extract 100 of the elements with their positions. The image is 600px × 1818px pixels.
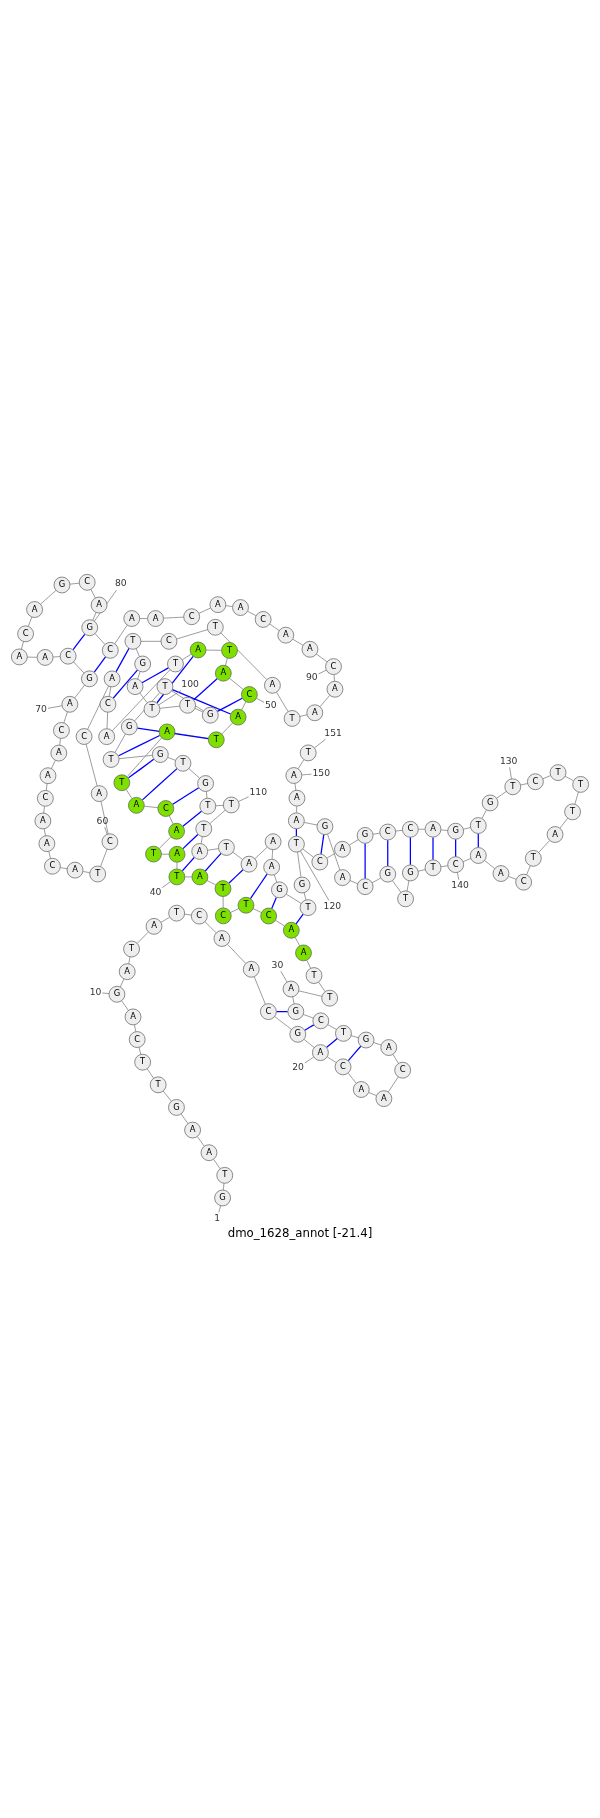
node-circle: A bbox=[39, 767, 57, 784]
connector bbox=[315, 653, 328, 663]
connector bbox=[350, 1035, 359, 1039]
node-circle: A bbox=[213, 930, 231, 947]
connector bbox=[176, 862, 178, 870]
connector bbox=[300, 850, 330, 901]
connector bbox=[74, 684, 85, 699]
connector bbox=[82, 871, 91, 874]
connector bbox=[306, 960, 311, 969]
connector bbox=[73, 661, 85, 674]
node-circle: A bbox=[34, 812, 52, 830]
connector bbox=[104, 826, 108, 835]
node-circle: T bbox=[199, 797, 217, 815]
connector bbox=[318, 669, 327, 675]
node-text: 30 bbox=[271, 958, 284, 970]
connector bbox=[184, 913, 192, 916]
connector bbox=[87, 685, 109, 730]
connector bbox=[463, 827, 471, 830]
connector bbox=[161, 853, 170, 855]
connector bbox=[136, 931, 149, 944]
node-circle: A bbox=[118, 963, 136, 980]
node-circle: A bbox=[26, 601, 43, 618]
node-circle: C bbox=[44, 857, 61, 875]
node-circle: A bbox=[264, 677, 281, 694]
connector bbox=[395, 829, 403, 832]
node-circle: A bbox=[147, 610, 164, 627]
connector bbox=[409, 836, 412, 866]
node-circle: T bbox=[288, 835, 305, 853]
connector bbox=[206, 880, 217, 886]
node-circle: C bbox=[37, 790, 54, 807]
connector bbox=[252, 908, 262, 913]
connector bbox=[144, 805, 159, 809]
connector bbox=[225, 657, 228, 666]
node-circle: G bbox=[481, 794, 499, 812]
node-text: 10 bbox=[89, 985, 102, 997]
connector bbox=[371, 877, 382, 884]
node-circle: A bbox=[158, 723, 176, 741]
connector bbox=[114, 733, 126, 753]
connector bbox=[193, 678, 218, 701]
connector bbox=[509, 766, 512, 780]
node-text: 70 bbox=[35, 702, 47, 714]
node-circle: A bbox=[352, 1081, 370, 1098]
connector bbox=[559, 817, 569, 829]
connector bbox=[249, 873, 268, 900]
node-circle: C bbox=[102, 642, 119, 659]
connector bbox=[542, 775, 551, 780]
connector bbox=[269, 623, 280, 631]
node-circle: C bbox=[183, 608, 200, 625]
connector bbox=[156, 655, 194, 704]
connector bbox=[326, 1056, 337, 1063]
node-circle: T bbox=[299, 744, 317, 762]
node-circle: G bbox=[447, 822, 464, 840]
connector bbox=[94, 633, 106, 645]
node-circle: C bbox=[157, 800, 175, 817]
node-circle: C bbox=[160, 633, 178, 650]
connector bbox=[303, 892, 307, 901]
connector bbox=[168, 815, 174, 825]
node-circle: A bbox=[90, 785, 108, 802]
connector bbox=[117, 734, 161, 757]
connector bbox=[158, 690, 182, 706]
node-circle: C bbox=[128, 1031, 146, 1048]
connector bbox=[327, 1024, 337, 1030]
node-circle: A bbox=[38, 835, 56, 852]
node-circle: A bbox=[200, 1144, 218, 1161]
connector bbox=[125, 789, 133, 799]
node-circle: G bbox=[134, 655, 151, 673]
connector bbox=[115, 647, 130, 673]
connector bbox=[216, 697, 243, 713]
connector bbox=[326, 1037, 338, 1048]
connector bbox=[218, 1205, 221, 1213]
connector bbox=[182, 810, 203, 827]
connector bbox=[45, 783, 48, 791]
connector bbox=[303, 1039, 315, 1048]
connector bbox=[222, 1182, 225, 1191]
node-circle: A bbox=[277, 626, 295, 644]
connector bbox=[301, 773, 312, 776]
connector bbox=[298, 990, 323, 997]
connector bbox=[373, 1042, 382, 1046]
node-circle: T bbox=[124, 633, 142, 650]
node-circle: C bbox=[447, 856, 464, 873]
node-circle: T bbox=[335, 1025, 352, 1042]
node-circle: A bbox=[90, 596, 108, 614]
node-circle: C bbox=[59, 647, 77, 665]
connector bbox=[271, 849, 274, 860]
connector bbox=[114, 624, 128, 644]
node-circle: A bbox=[306, 704, 324, 722]
node-circle: T bbox=[218, 839, 235, 856]
node-circle: A bbox=[295, 944, 312, 962]
node-circle: A bbox=[375, 1090, 393, 1107]
node-circle: T bbox=[167, 655, 184, 673]
node-circle: G bbox=[81, 670, 98, 688]
node-circle: T bbox=[89, 865, 106, 883]
connector bbox=[21, 641, 24, 650]
node-circle: T bbox=[143, 700, 161, 718]
connector bbox=[392, 1054, 399, 1064]
node-circle: A bbox=[191, 843, 208, 860]
node-circle: G bbox=[379, 865, 397, 883]
node-circle: A bbox=[103, 670, 121, 688]
node-circle: C bbox=[402, 821, 419, 838]
node-circle: T bbox=[195, 820, 213, 838]
